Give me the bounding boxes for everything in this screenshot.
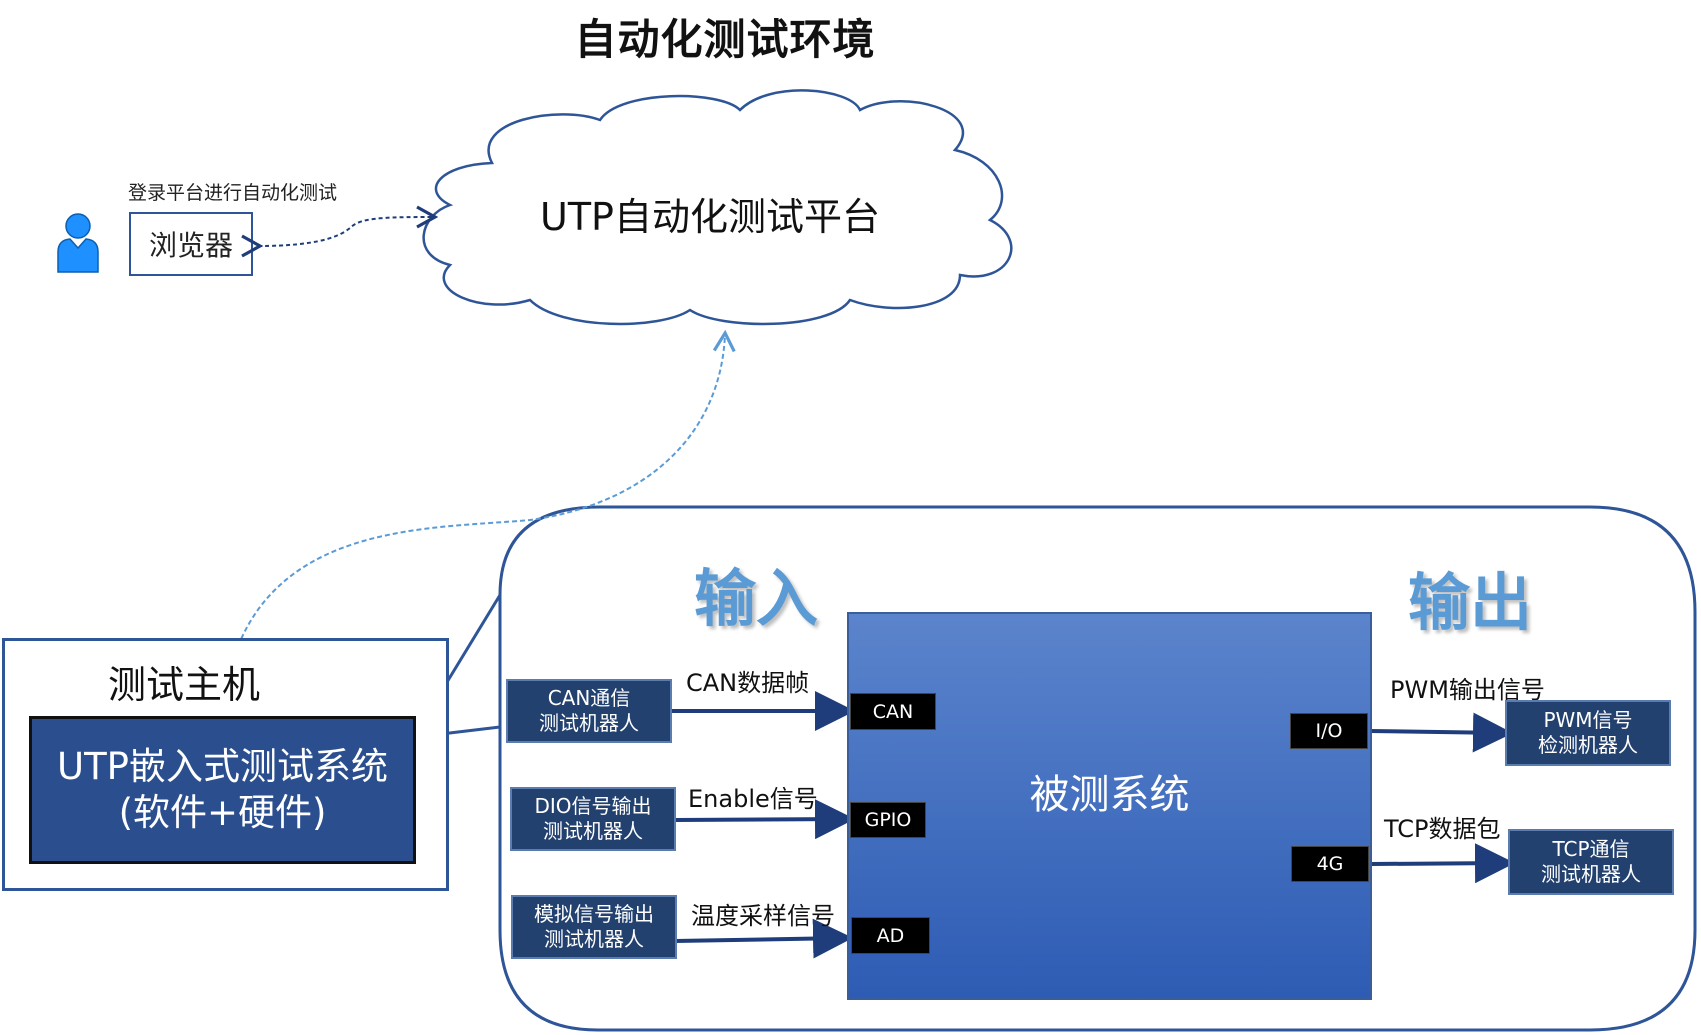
robot-line1: 模拟信号输出 <box>534 902 654 926</box>
signal-tcp-packet: TCP数据包 <box>1384 815 1501 843</box>
utp-embedded-system-box[interactable]: UTP嵌入式测试系统 (软件+硬件) <box>29 716 416 864</box>
robot-line2: 测试机器人 <box>1541 862 1641 886</box>
test-host-label: 测试主机 <box>108 663 261 707</box>
port-ad: AD <box>851 917 930 954</box>
output-arrow-4g <box>1371 843 1515 884</box>
tcp-robot[interactable]: TCP通信 测试机器人 <box>1508 829 1674 895</box>
browser-label: 浏览器 <box>148 229 233 262</box>
port-io: I/O <box>1290 713 1368 749</box>
pwm-detection-robot[interactable]: PWM信号 检测机器人 <box>1505 700 1671 766</box>
robot-line2: 测试机器人 <box>543 819 643 843</box>
can-robot[interactable]: CAN通信 测试机器人 <box>506 679 672 743</box>
system-under-test-label: 被测系统 <box>1029 772 1190 818</box>
diagram-title: 自动化测试环境 <box>574 15 876 64</box>
cloud-label: UTP自动化测试平台 <box>540 195 880 239</box>
input-arrow-gpio <box>674 799 855 840</box>
robot-line1: PWM信号 <box>1543 708 1633 732</box>
port-can: CAN <box>850 693 936 730</box>
dio-robot[interactable]: DIO信号输出 测试机器人 <box>510 787 676 851</box>
signal-temperature: 温度采样信号 <box>691 902 835 930</box>
input-arrow-ad <box>674 918 853 959</box>
input-title: 输入 <box>694 562 819 635</box>
output-title: 输出 <box>1408 566 1533 639</box>
signal-pwm-output: PWM输出信号 <box>1390 676 1545 704</box>
robot-line2: 测试机器人 <box>539 711 639 735</box>
login-caption: 登录平台进行自动化测试 <box>128 182 338 204</box>
system-under-test-box[interactable] <box>847 612 1372 1000</box>
robot-line1: TCP通信 <box>1552 837 1630 861</box>
robot-line2: 测试机器人 <box>544 927 644 951</box>
robot-line2: 检测机器人 <box>1538 733 1638 757</box>
robot-line1: DIO信号输出 <box>534 794 652 818</box>
signal-enable: Enable信号 <box>688 785 818 813</box>
user-icon <box>57 213 99 273</box>
browser-cloud-link <box>241 205 439 258</box>
signal-can-frame: CAN数据帧 <box>686 669 810 697</box>
analog-robot[interactable]: 模拟信号输出 测试机器人 <box>511 895 677 959</box>
port-4g: 4G <box>1291 846 1369 882</box>
port-gpio: GPIO <box>850 802 926 838</box>
utp-system-line1: UTP嵌入式测试系统 <box>57 745 388 788</box>
output-arrow-io <box>1369 712 1513 753</box>
browser-box[interactable]: 浏览器 <box>129 212 253 276</box>
robot-line1: CAN通信 <box>547 686 631 710</box>
utp-system-line2: (软件+硬件) <box>118 791 327 834</box>
